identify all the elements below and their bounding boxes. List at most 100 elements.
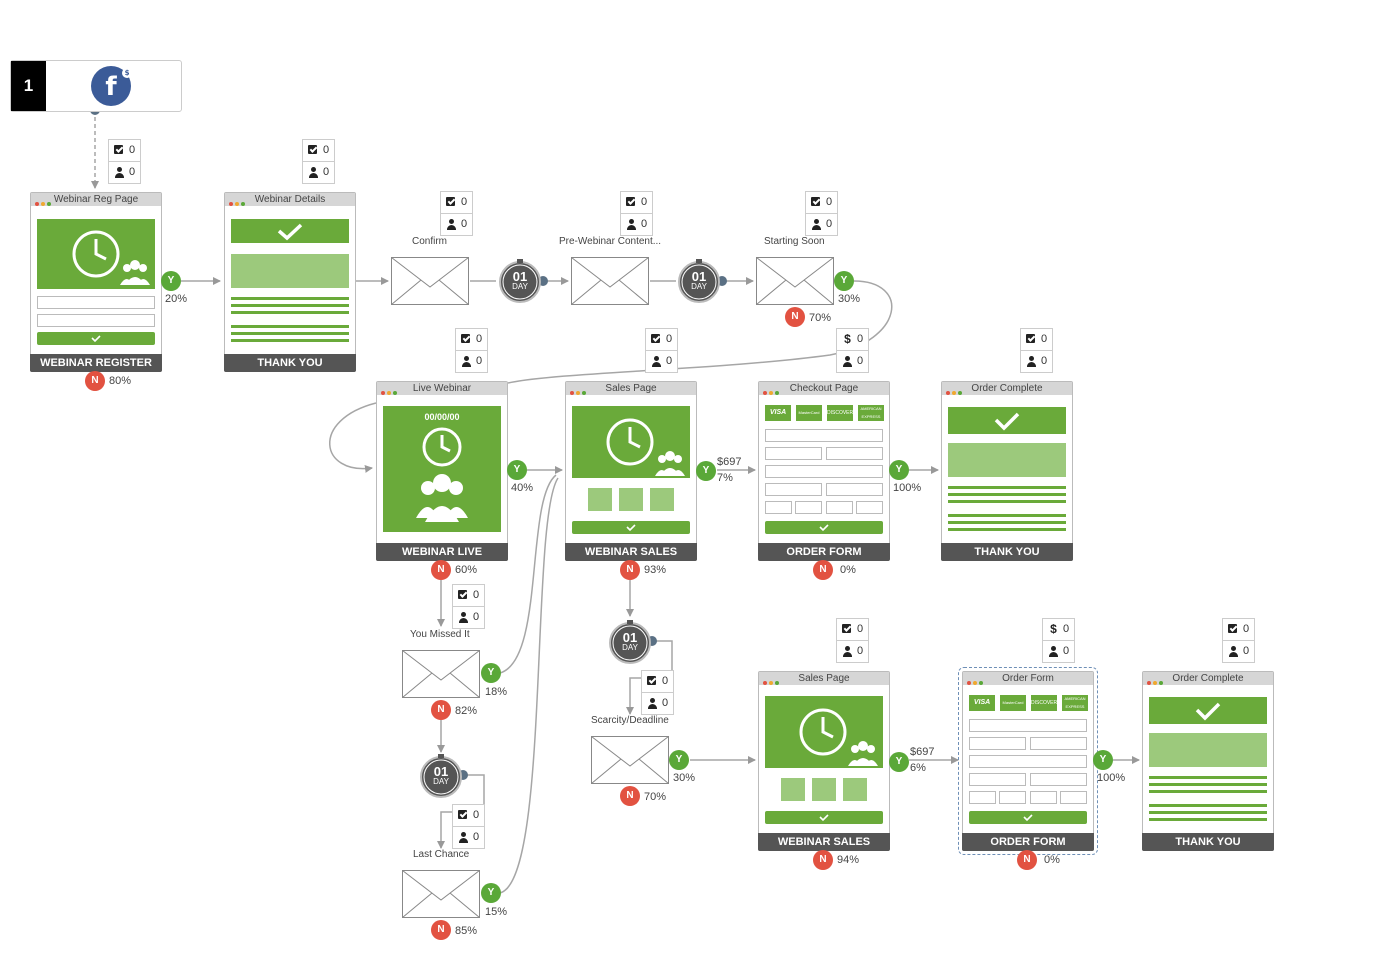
mastercard-logo: MasterCard xyxy=(1000,695,1026,711)
yes-rate: 6% xyxy=(910,762,926,774)
hero-image xyxy=(572,406,690,478)
user-icon xyxy=(457,611,470,624)
stats-missed: 0 0 xyxy=(452,584,485,629)
user-icon xyxy=(113,166,126,179)
email-confirm-icon[interactable] xyxy=(391,257,469,305)
email-pre-webinar-icon[interactable] xyxy=(571,257,649,305)
mastercard-logo: MasterCard xyxy=(796,405,822,421)
yes-badge[interactable]: Y xyxy=(889,460,909,480)
email-scarcity-icon[interactable] xyxy=(591,736,669,784)
no-badge[interactable]: N xyxy=(431,700,451,720)
yes-badge[interactable]: Y xyxy=(696,461,716,481)
user-icon xyxy=(646,697,659,710)
no-rate: 70% xyxy=(809,312,832,324)
user-icon xyxy=(1047,645,1060,658)
delay-timer[interactable]: 01 DAY xyxy=(608,620,652,664)
page-footer: WEBINAR LIVE xyxy=(376,543,508,561)
no-badge[interactable]: N xyxy=(813,560,833,580)
webinar-stage: 00/00/00 xyxy=(383,406,501,532)
user-icon xyxy=(445,218,458,231)
email-last-chance-icon[interactable] xyxy=(402,870,480,918)
stopwatch-icon xyxy=(499,259,541,303)
no-rate: 80% xyxy=(109,375,132,387)
pay-button xyxy=(969,811,1087,824)
email-missed-icon[interactable] xyxy=(402,650,480,698)
checkbox-icon xyxy=(457,589,470,602)
page-order-complete-1[interactable]: Order Complete THANK YOU xyxy=(941,381,1073,561)
submit-button xyxy=(37,332,155,345)
stopwatch-icon xyxy=(420,754,462,798)
page-sales-2[interactable]: Sales Page WEBINAR SALES xyxy=(758,671,890,851)
buy-button xyxy=(765,811,883,824)
checkbox-icon xyxy=(810,196,823,209)
no-rate: 93% xyxy=(644,564,667,576)
stats-live: 0 0 xyxy=(455,328,488,373)
facebook-icon[interactable]: f$ xyxy=(91,66,132,106)
yes-badge[interactable]: Y xyxy=(1093,750,1113,770)
form-field xyxy=(37,296,155,309)
yes-badge[interactable]: Y xyxy=(507,460,527,480)
no-badge[interactable]: N xyxy=(620,560,640,580)
no-badge[interactable]: N xyxy=(813,850,833,870)
checkbox-icon xyxy=(1227,623,1240,636)
page-footer: WEBINAR REGISTER xyxy=(30,354,162,372)
delay-timer[interactable]: 01 DAY xyxy=(677,259,721,303)
yes-badge[interactable]: Y xyxy=(481,883,501,903)
visa-logo: VISA xyxy=(765,405,791,421)
no-badge[interactable]: N xyxy=(1017,850,1037,870)
yes-rate: 20% xyxy=(165,293,188,305)
no-badge[interactable]: N xyxy=(431,560,451,580)
page-webinar-register[interactable]: Webinar Reg Page WEBINAR REGISTER xyxy=(30,192,162,372)
yes-rate: 30% xyxy=(673,772,696,784)
email-starting-soon-icon[interactable] xyxy=(756,257,834,305)
stats-pre-webinar: 0 0 xyxy=(620,191,653,236)
discover-logo: DISCOVER xyxy=(1031,695,1057,711)
yes-badge[interactable]: Y xyxy=(834,271,854,291)
no-rate: 94% xyxy=(837,854,860,866)
user-icon xyxy=(625,218,638,231)
email-label-confirm: Confirm xyxy=(412,236,448,247)
no-badge[interactable]: N xyxy=(620,786,640,806)
yes-badge[interactable]: Y xyxy=(161,271,181,291)
clock-audience-icon xyxy=(416,427,468,522)
no-badge[interactable]: N xyxy=(85,371,105,391)
user-icon xyxy=(650,355,663,368)
no-badge[interactable]: N xyxy=(785,307,805,327)
checkbox-icon xyxy=(646,675,659,688)
page-live-webinar[interactable]: Live Webinar 00/00/00 WEBINAR LIVE xyxy=(376,381,508,561)
checkmark-icon xyxy=(1195,702,1221,721)
yes-rate: 18% xyxy=(485,686,508,698)
page-footer: THANK YOU xyxy=(224,354,356,372)
delay-timer[interactable]: 01 DAY xyxy=(498,259,542,303)
yes-badge[interactable]: Y xyxy=(669,750,689,770)
page-order-complete-2[interactable]: Order Complete THANK YOU xyxy=(1142,671,1274,851)
yes-rate: 100% xyxy=(1097,772,1126,784)
page-footer: THANK YOU xyxy=(941,543,1073,561)
user-icon xyxy=(1025,355,1038,368)
user-icon xyxy=(307,166,320,179)
hero-image xyxy=(765,696,883,768)
content-block xyxy=(231,254,349,288)
amex-logo: AMERICAN EXPRESS xyxy=(1062,695,1088,711)
no-rate: 60% xyxy=(455,564,478,576)
yes-rate: 7% xyxy=(717,472,733,484)
traffic-source-block[interactable]: 1 f$ xyxy=(10,60,182,112)
yes-badge[interactable]: Y xyxy=(481,663,501,683)
page-webinar-details[interactable]: Webinar Details THANK YOU xyxy=(224,192,356,372)
stats-complete2: 0 0 xyxy=(1222,618,1255,663)
page-sales-1[interactable]: Sales Page WEBINAR SALES xyxy=(565,381,697,561)
delay-timer[interactable]: 01 DAY xyxy=(419,754,463,798)
no-rate: 0% xyxy=(1044,854,1060,866)
amex-logo: AMERICAN EXPRESS xyxy=(858,405,884,421)
email-label-starting-soon: Starting Soon xyxy=(764,236,825,247)
page-checkout[interactable]: Checkout Page VISA MasterCard DISCOVER A… xyxy=(758,381,890,561)
no-rate: 0% xyxy=(840,564,856,576)
email-label-last-chance: Last Chance xyxy=(413,849,470,860)
no-badge[interactable]: N xyxy=(431,920,451,940)
page-order-form-2[interactable]: Order Form VISA MasterCard DISCOVER AMER… xyxy=(958,667,1098,855)
no-rate: 85% xyxy=(455,925,478,937)
user-icon xyxy=(841,355,854,368)
yes-rate: 30% xyxy=(838,293,861,305)
email-label-missed: You Missed It xyxy=(410,629,470,640)
yes-badge[interactable]: Y xyxy=(889,752,909,772)
